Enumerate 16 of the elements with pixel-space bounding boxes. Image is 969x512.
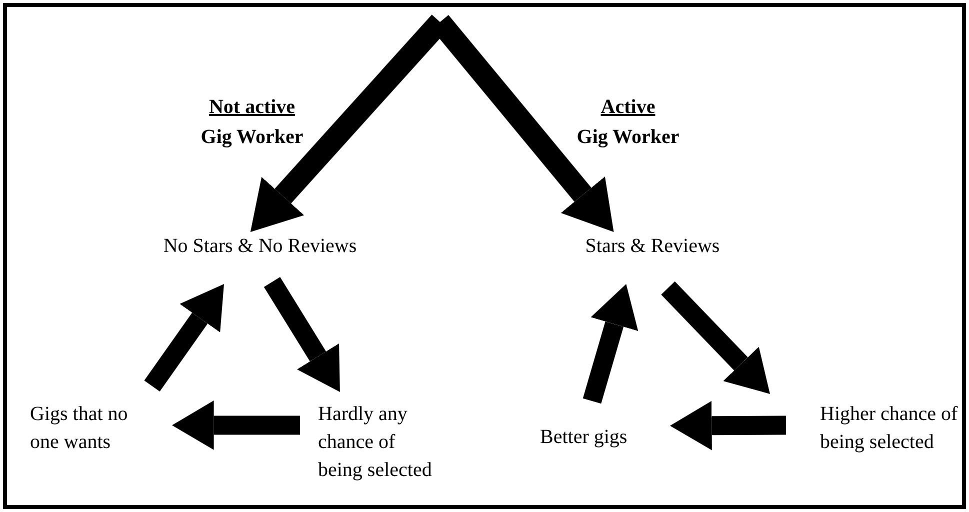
arrow: [144, 284, 224, 392]
arrow: [670, 400, 786, 450]
node-text: No Stars & No Reviews: [162, 234, 358, 259]
branch-label: Not active: [208, 95, 296, 120]
node-text: Hardly any chance of being selected: [318, 402, 433, 483]
node-text: Stars & Reviews: [584, 234, 721, 259]
arrow: [661, 281, 770, 394]
node-text: Better gigs: [540, 425, 628, 450]
arrow: [264, 277, 340, 392]
node-text: Higher chance of being selected: [820, 402, 959, 455]
branch-label: Gig Worker: [576, 125, 680, 150]
branch-label: Gig Worker: [200, 125, 304, 150]
node-text: Gigs that no one wants: [30, 402, 129, 455]
arrow: [582, 284, 638, 404]
branch-label: Active: [600, 95, 656, 120]
arrow: [172, 400, 300, 450]
